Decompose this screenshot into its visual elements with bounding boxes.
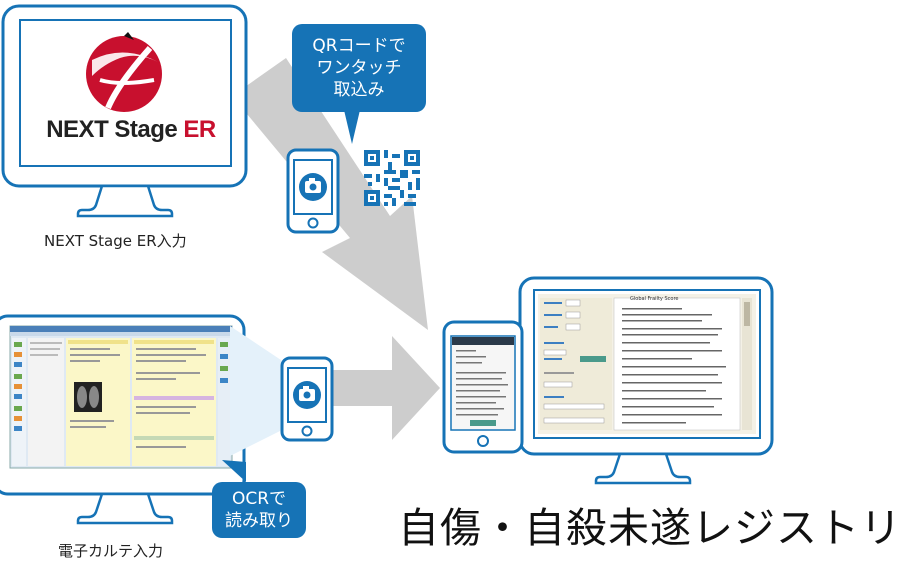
next-stage-er-logo-icon [86,32,162,112]
camera-icon [293,381,321,409]
camera-icon [299,173,327,201]
registry-form-screen [538,294,756,434]
qr-code-icon [364,150,420,206]
phone-top [286,148,340,234]
horizontal-arrow [318,336,440,440]
scan-beam [230,326,290,456]
registry-title: 自傷・自殺未遂レジストリ [398,504,902,552]
qr-bubble-tail [344,110,360,144]
registry-form-title: Global Frailty Score [630,296,679,302]
monitor-registry [518,276,774,485]
emr-screen [9,325,233,469]
ocr-bubble-tail [222,460,246,482]
caption-emr: 電子カルテ入力 [58,542,164,560]
mobile-form-screen [452,337,514,429]
logo-wordmark: NEXT Stage ER [46,116,216,143]
ocr-bubble: OCRで 読み取り [212,482,306,538]
caption-next-stage-er: NEXT Stage ER入力 [44,232,187,250]
phone-bottom [280,356,334,442]
phone-registry [442,320,524,454]
monitor-bottom-left [0,314,246,525]
monitor-top-left [1,4,248,218]
qr-bubble: QRコードで ワンタッチ 取込み [292,24,426,112]
